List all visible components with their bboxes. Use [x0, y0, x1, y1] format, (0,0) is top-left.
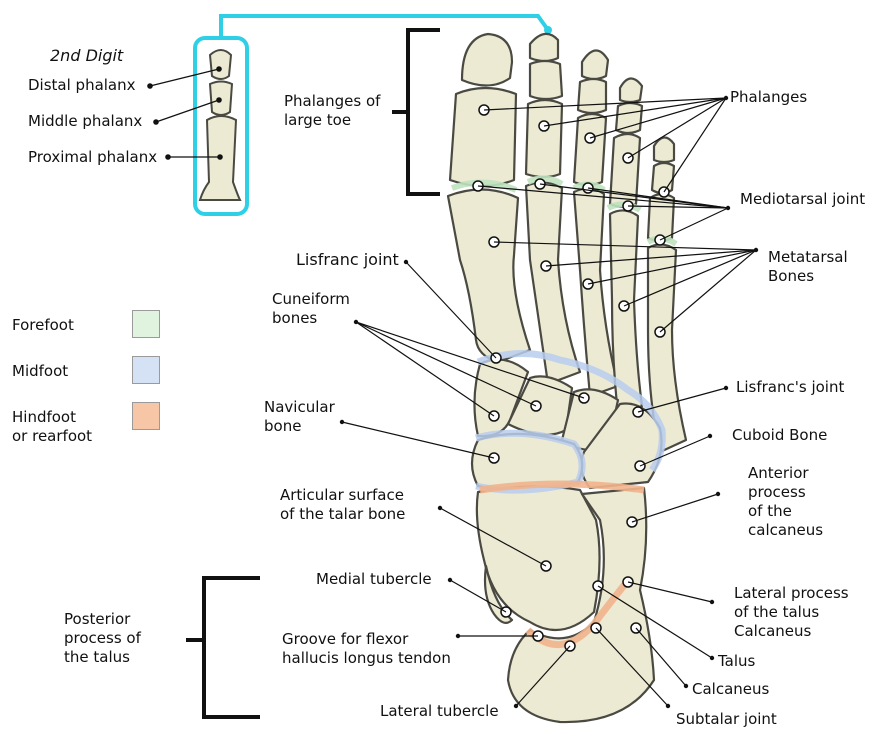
toe4-middle	[616, 103, 642, 133]
label-lisfrancs-joint: Lisfranc's joint	[736, 378, 844, 397]
legend-swatch-forefoot	[132, 310, 160, 338]
inset-title: 2nd Digit	[50, 46, 123, 65]
toe2-distal	[530, 34, 558, 61]
inset-label-proximal: Proximal phalanx	[28, 148, 157, 167]
label-phalanges-large-toe: Phalanges of large toe	[284, 92, 380, 130]
label-posterior-process: Posterior process of the talus	[64, 610, 141, 667]
toe3-middle	[578, 79, 606, 113]
label-navicular-bone: Navicular bone	[264, 398, 335, 436]
legend-swatch-midfoot	[132, 356, 160, 384]
toe3-distal	[582, 50, 608, 79]
inset-label-middle: Middle phalanx	[28, 112, 142, 131]
label-groove-flexor: Groove for flexor hallucis longus tendon	[282, 630, 451, 668]
label-talus: Talus	[718, 652, 755, 671]
inset-callout-connector	[221, 16, 548, 38]
legend-label-hindfoot: Hindfoot or rearfoot	[12, 408, 92, 446]
toe5-distal	[654, 137, 674, 162]
label-lateral-tubercle: Lateral tubercle	[380, 702, 499, 721]
label-medial-tubercle: Medial tubercle	[316, 570, 432, 589]
label-articular-surface: Articular surface of the talar bone	[280, 486, 405, 524]
legend-label-forefoot: Forefoot	[12, 316, 74, 335]
metatarsal-1	[448, 189, 530, 362]
label-anterior-process: Anterior process of the calcaneus	[748, 464, 823, 540]
legend-label-midfoot: Midfoot	[12, 362, 68, 381]
bracket-posterior-process	[186, 578, 260, 717]
label-lisfranc-joint: Lisfranc joint	[296, 250, 399, 269]
label-phalanges: Phalanges	[730, 88, 807, 107]
inset-label-distal: Distal phalanx	[28, 76, 136, 95]
label-subtalar-joint: Subtalar joint	[676, 710, 777, 729]
callout-anchor	[544, 26, 552, 34]
hallux-distal-phalanx	[462, 34, 512, 86]
toe3-proximal	[574, 114, 606, 185]
bracket-large-toe	[392, 30, 440, 194]
inset-distal-phalanx	[210, 50, 231, 79]
label-lateral-process: Lateral process of the talus Calcaneus	[734, 584, 849, 641]
label-cuboid-bone: Cuboid Bone	[732, 426, 827, 445]
label-calcaneus: Calcaneus	[692, 680, 769, 699]
label-metatarsal-bones: Metatarsal Bones	[768, 248, 848, 286]
label-cuneiform-bones: Cuneiform bones	[272, 290, 350, 328]
legend-swatch-hindfoot	[132, 402, 160, 430]
toe4-distal	[620, 78, 642, 102]
toe2-proximal	[526, 100, 562, 177]
label-mediotarsal-joint: Mediotarsal joint	[740, 190, 865, 209]
toe2-middle	[530, 61, 562, 99]
hallux-proximal-phalanx	[450, 88, 516, 186]
